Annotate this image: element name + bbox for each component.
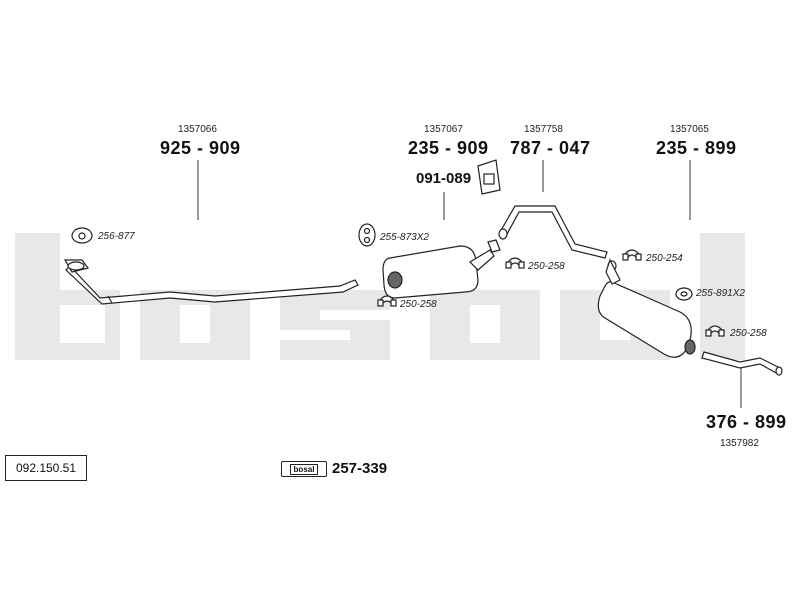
clamp-icon: [377, 295, 397, 307]
rear-muffler: [597, 258, 696, 358]
clamp-icon: [622, 249, 642, 261]
badge-part-number: 257-339: [332, 460, 388, 477]
part-number: 925 - 909: [160, 138, 241, 158]
clamp-icon: [505, 257, 525, 269]
accessory-code: 250-254: [646, 253, 683, 264]
oe-number: 1357065: [670, 124, 709, 135]
clamp-icon: [705, 325, 725, 337]
brand-watermark: [15, 233, 745, 360]
part-number: 376 - 899: [706, 412, 787, 432]
part-number: 235 - 909: [408, 138, 489, 158]
front-pipe: [63, 259, 359, 305]
accessory-code: 250-258: [528, 261, 565, 272]
middle-muffler: [382, 239, 501, 299]
accessory-code: 256-877: [98, 231, 135, 242]
gasket-icon: [71, 227, 93, 244]
oe-number: 1357066: [178, 124, 217, 135]
tail-pipe: [701, 351, 783, 376]
oe-number: 1357982: [720, 438, 759, 449]
part-number: 235 - 899: [656, 138, 737, 158]
leader-lines: [197, 160, 742, 408]
rubber-hanger-icon: [358, 223, 376, 247]
accessory-code: 250-258: [730, 328, 767, 339]
bracket-part: [477, 159, 501, 195]
part-number: 091-089: [416, 170, 472, 187]
catalog-number: 092.150.51: [5, 455, 87, 481]
accessory-code: 255-891X2: [696, 288, 745, 299]
accessory-code: 250-258: [400, 299, 437, 310]
accessory-code: 255-873X2: [380, 232, 429, 243]
part-number: 787 - 047: [510, 138, 591, 158]
intermediate-pipe: [498, 205, 608, 259]
brand-badge-text: bosal: [289, 464, 319, 475]
rubber-ring-icon: [675, 287, 693, 301]
oe-number: 1357758: [524, 124, 563, 135]
oe-number: 1357067: [424, 124, 463, 135]
brand-badge: bosal: [281, 461, 327, 477]
